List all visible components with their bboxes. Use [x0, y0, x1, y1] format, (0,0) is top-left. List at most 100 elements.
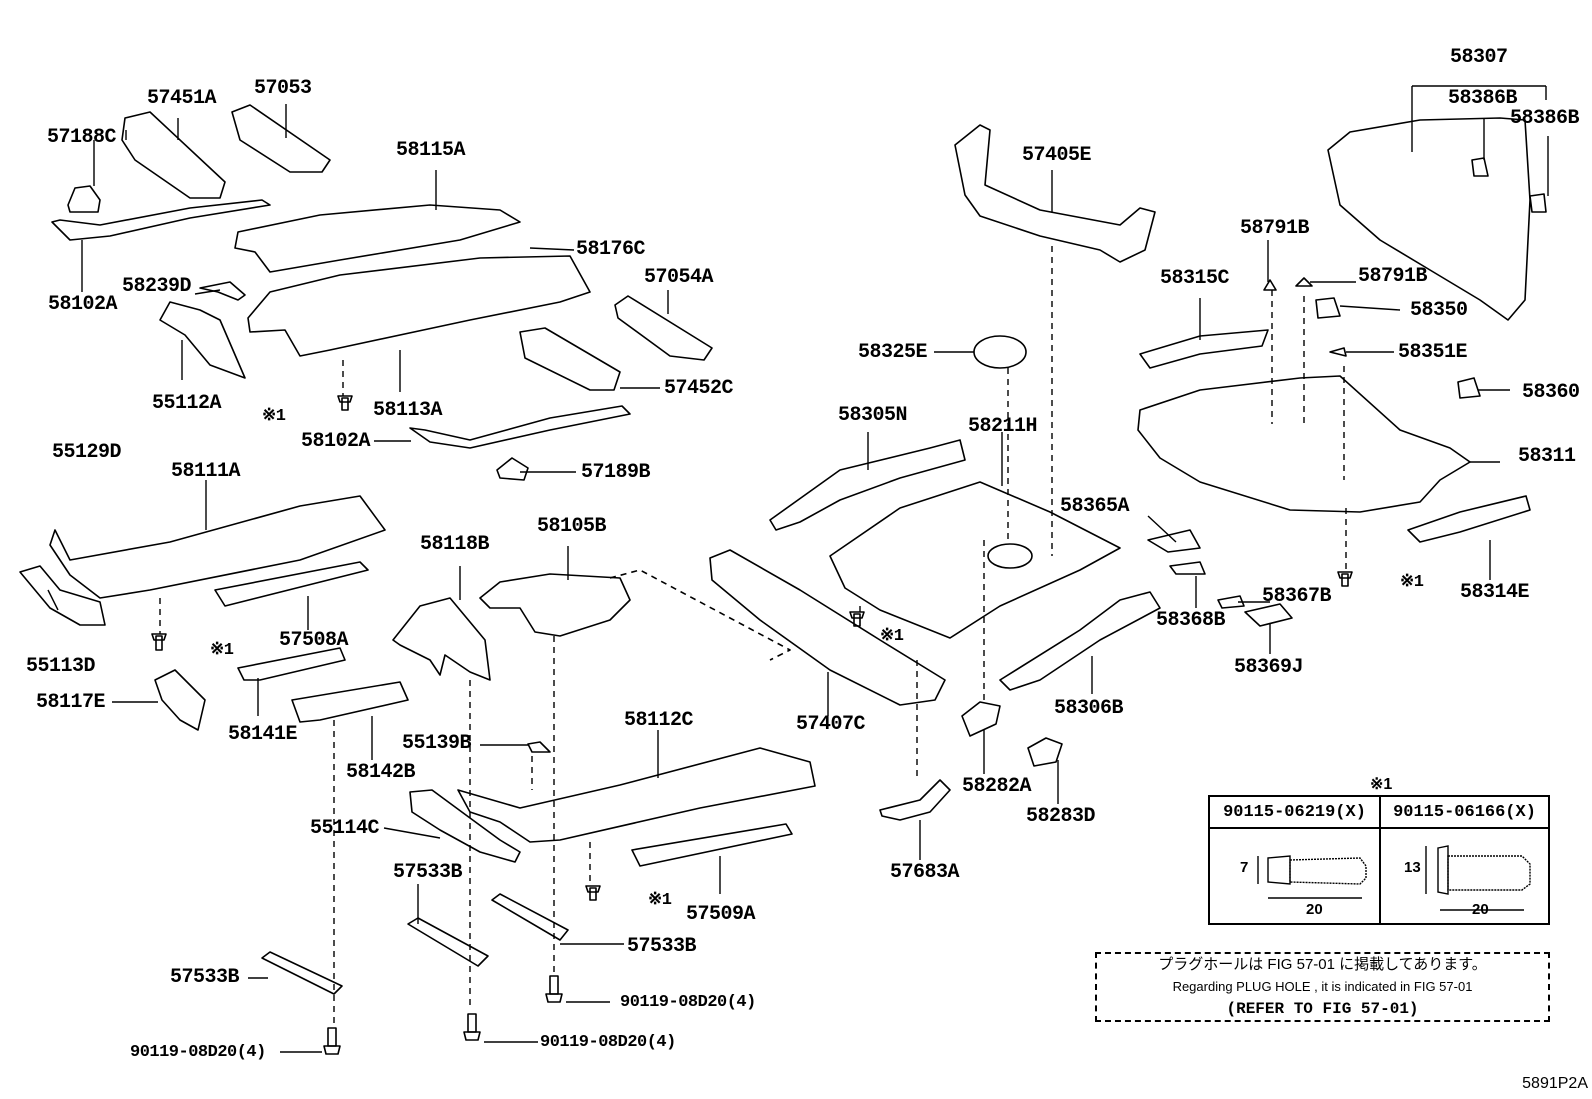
dim-length-06219: 20 — [1306, 901, 1323, 918]
part-58142B-shape — [291, 681, 409, 723]
label-58351E: 58351E — [1398, 341, 1468, 364]
part-58283D-shape — [1027, 737, 1063, 767]
dim-height-06166: 13 — [1404, 859, 1421, 876]
part-57405E-shape — [954, 124, 1156, 263]
part-57452C-shape — [519, 327, 621, 391]
part-58305N-shape — [769, 439, 966, 531]
label-58386B-b: 58386B — [1510, 107, 1580, 130]
label-58141E: 58141E — [228, 723, 298, 746]
bolt-90119-a-shape — [323, 1027, 341, 1055]
label-57053: 57053 — [254, 77, 312, 100]
part-58239D-shape — [199, 281, 246, 301]
part-58311-shape — [1137, 375, 1471, 513]
label-57451A: 57451A — [147, 87, 217, 110]
part-55139B-shape — [527, 741, 551, 753]
label-58315C: 58315C — [1160, 267, 1230, 290]
part-58282A-shape — [961, 701, 1001, 737]
label-58350: 58350 — [1410, 299, 1468, 322]
drawing-code: 5891P2A — [1522, 1075, 1588, 1092]
part-58386B-a-shape — [1471, 157, 1489, 177]
part-57533B-c-shape — [261, 951, 343, 995]
part-58386B-b-shape — [1529, 193, 1547, 213]
label-55129D: 55129D — [52, 441, 122, 464]
label-57407C: 57407C — [796, 713, 866, 736]
label-58113A: 58113A — [373, 399, 443, 422]
label-58314E: 58314E — [1460, 581, 1530, 604]
bolt-90119-c-shape — [545, 975, 563, 1003]
part-58367B-shape — [1217, 595, 1245, 609]
label-55114C: 55114C — [310, 817, 380, 840]
part-58111A-shape — [49, 495, 386, 599]
part-58113A-shape — [247, 255, 591, 357]
part-58791B-a-shape — [1263, 279, 1277, 291]
part-58791B-b-shape — [1295, 277, 1313, 287]
label-58142B: 58142B — [346, 761, 416, 784]
label-58325E: 58325E — [858, 341, 928, 364]
label-58369J: 58369J — [1234, 656, 1304, 679]
part-57508A-shape — [214, 561, 369, 607]
label-57054A: 57054A — [644, 266, 714, 289]
part-57188C-shape — [67, 185, 101, 213]
bolt-mark1-b-shape — [151, 633, 167, 651]
bolt-illustration-06166 — [1425, 845, 1531, 911]
dashed-assembly-lines — [159, 246, 1347, 1024]
bolt-table-mark: ※1 — [1370, 776, 1393, 793]
bolt-mark-5: ※1 — [1400, 573, 1424, 592]
label-58791B-b: 58791B — [1358, 265, 1428, 288]
label-57452C: 57452C — [664, 377, 734, 400]
bolt-part-06219: 90115-06219(X) — [1210, 797, 1379, 829]
part-55114C-shape — [409, 789, 521, 863]
label-58239D: 58239D — [122, 275, 192, 298]
label-58102A-mid: 58102A — [301, 430, 371, 453]
bolt-mark1-a-shape — [337, 395, 353, 411]
part-58105B-shape — [479, 573, 631, 637]
part-57189B-shape — [496, 457, 529, 481]
label-57683A: 57683A — [890, 861, 960, 884]
label-58112C: 58112C — [624, 709, 694, 732]
label-57188C: 57188C — [47, 126, 117, 149]
part-58141E-shape — [237, 647, 346, 681]
part-58118B-shape — [392, 597, 491, 681]
note-line-en: Regarding PLUG HOLE , it is indicated in… — [1172, 979, 1473, 994]
label-58283D: 58283D — [1026, 805, 1096, 828]
label-57509A: 57509A — [686, 903, 756, 926]
label-58791B-a: 58791B — [1240, 217, 1310, 240]
label-57533B-c: 57533B — [170, 966, 240, 989]
label-58111A: 58111A — [171, 460, 241, 483]
label-58305N: 58305N — [838, 404, 908, 427]
bolt-mark1-d-shape — [849, 611, 865, 627]
label-55112A: 55112A — [152, 392, 222, 415]
label-58368B: 58368B — [1156, 609, 1226, 632]
part-55113D-shape — [19, 565, 106, 626]
label-58282A: 58282A — [962, 775, 1032, 798]
bolt-illustration-06219 — [1257, 855, 1367, 899]
label-57508A: 57508A — [279, 629, 349, 652]
part-58306B-shape — [999, 591, 1161, 691]
label-58118B: 58118B — [420, 533, 490, 556]
label-58367B: 58367B — [1262, 585, 1332, 608]
part-57407C-shape — [709, 549, 946, 706]
label-58360: 58360 — [1522, 381, 1580, 404]
bolt-mark-2: ※1 — [210, 641, 234, 660]
part-58365A-shape — [1147, 529, 1201, 553]
bolt-mark-3: ※1 — [648, 891, 672, 910]
table-divider — [1379, 797, 1381, 923]
part-58325E-shape — [973, 335, 1027, 369]
bolt-90119-b-shape — [463, 1013, 481, 1041]
part-57054A-shape — [614, 295, 713, 361]
part-58307-shape — [1327, 117, 1531, 321]
part-57533B-a-shape — [407, 917, 489, 967]
label-58211H: 58211H — [968, 415, 1038, 438]
part-58368B-shape — [1169, 561, 1206, 575]
part-58350-shape — [1315, 297, 1341, 319]
label-57189B: 57189B — [581, 461, 651, 484]
bolt-spec-table: 90115-06219(X) 90115-06166(X) 7 20 13 20 — [1208, 795, 1550, 925]
dashed-link-58105B — [609, 569, 791, 661]
label-58306B: 58306B — [1054, 697, 1124, 720]
part-58102A-top-shape — [51, 199, 271, 241]
label-58102A-top: 58102A — [48, 293, 118, 316]
bolt-part-06166: 90115-06166(X) — [1381, 797, 1548, 829]
bolt-mark-1: ※1 — [262, 407, 286, 426]
part-58360-shape — [1457, 377, 1481, 399]
